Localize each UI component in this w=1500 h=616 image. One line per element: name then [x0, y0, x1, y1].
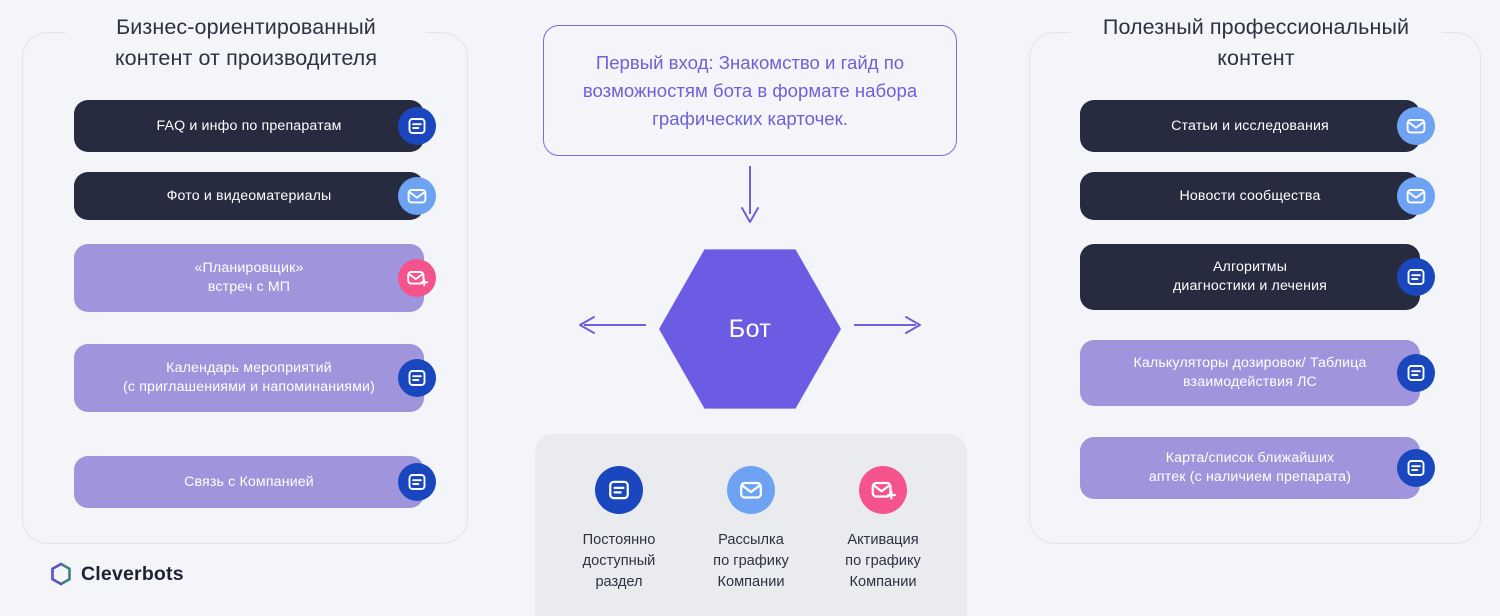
brand-name: Cleverbots [81, 562, 184, 585]
content-row[interactable]: Связь с Компанией [74, 456, 424, 508]
content-row-label: Алгоритмы диагностики и лечения [1172, 259, 1328, 294]
content-row[interactable]: Фото и видеоматериалы [74, 172, 424, 220]
arrow-left-icon [579, 316, 646, 334]
content-row-label: FAQ и инфо по препаратам [156, 117, 342, 134]
document-icon [1407, 460, 1425, 476]
legend-panel: Постоянно доступный раздел Рассылка по г… [535, 434, 967, 616]
left-panel-title: Бизнес-ориентированный контент от произв… [66, 12, 426, 74]
content-row-label: Связь с Компанией [184, 473, 314, 490]
envelope-icon [407, 189, 427, 204]
legend-item-label: Постоянно доступный раздел [582, 532, 656, 590]
envelope-icon [740, 481, 762, 499]
row-badge-envelope[interactable] [398, 177, 436, 215]
legend-item-label: Рассылка по графику Компании [713, 532, 789, 590]
legend-item: Постоянно доступный раздел [560, 466, 678, 616]
row-badge-document[interactable] [1397, 258, 1435, 296]
hexagon-label: Бот [728, 314, 772, 343]
row-badge-document[interactable] [1397, 449, 1435, 487]
content-row-label: Карта/список ближайших аптек (с наличием… [1148, 450, 1352, 485]
content-row[interactable]: Новости сообщества [1080, 172, 1420, 220]
cleverbots-hex-logo-icon [51, 562, 71, 586]
document-icon [408, 118, 426, 134]
content-row[interactable]: Алгоритмы диагностики и лечения [1080, 244, 1420, 310]
content-row-label: Статьи и исследования [1171, 117, 1329, 134]
legend-envelope-plus [859, 466, 907, 514]
legend-envelope [727, 466, 775, 514]
content-row-label: Календарь мероприятий (с приглашениями и… [123, 360, 375, 395]
right-panel-title: Полезный профессиональный контент [1070, 12, 1442, 74]
row-badge-envelope-plus[interactable] [398, 259, 436, 297]
content-row[interactable]: Календарь мероприятий (с приглашениями и… [74, 344, 424, 412]
document-icon [408, 370, 426, 386]
envelope-icon [1406, 189, 1426, 204]
content-row[interactable]: Карта/список ближайших аптек (с наличием… [1080, 437, 1420, 499]
document-icon [609, 480, 629, 500]
content-row-label: Новости сообщества [1179, 187, 1321, 204]
row-badge-document[interactable] [1397, 354, 1435, 392]
arrow-right-icon [854, 316, 921, 334]
content-row-label: Фото и видеоматериалы [166, 187, 332, 204]
row-badge-envelope[interactable] [1397, 107, 1435, 145]
document-icon [408, 474, 426, 490]
bot-hub-hexagon: Бот [659, 246, 841, 412]
content-row[interactable]: FAQ и инфо по препаратам [74, 100, 424, 152]
row-badge-document[interactable] [398, 107, 436, 145]
content-row-label: «Планировщик» встреч с МП [194, 260, 304, 295]
content-row[interactable]: Калькуляторы дозировок/ Таблица взаимоде… [1080, 340, 1420, 406]
document-icon [1407, 269, 1425, 285]
row-badge-envelope[interactable] [1397, 177, 1435, 215]
row-badge-document[interactable] [398, 359, 436, 397]
legend-item: Активация по графику Компании [824, 466, 942, 616]
envelope-icon [1406, 119, 1426, 134]
content-row[interactable]: Статьи и исследования [1080, 100, 1420, 152]
document-icon [1407, 365, 1425, 381]
row-badge-document[interactable] [398, 463, 436, 501]
content-row-label: Калькуляторы дозировок/ Таблица взаимоде… [1133, 355, 1367, 390]
content-row[interactable]: «Планировщик» встреч с МП [74, 244, 424, 312]
brand-logo-group: Cleverbots [50, 562, 184, 586]
envelope-plus-icon [407, 271, 429, 287]
legend-item: Рассылка по графику Компании [692, 466, 810, 616]
arrow-down-icon [741, 166, 759, 223]
envelope-plus-icon [871, 481, 896, 500]
legend-item-label: Активация по графику Компании [845, 532, 921, 590]
intro-callout-card: Первый вход: Знакомство и гайд по возмож… [543, 25, 957, 156]
legend-document [595, 466, 643, 514]
